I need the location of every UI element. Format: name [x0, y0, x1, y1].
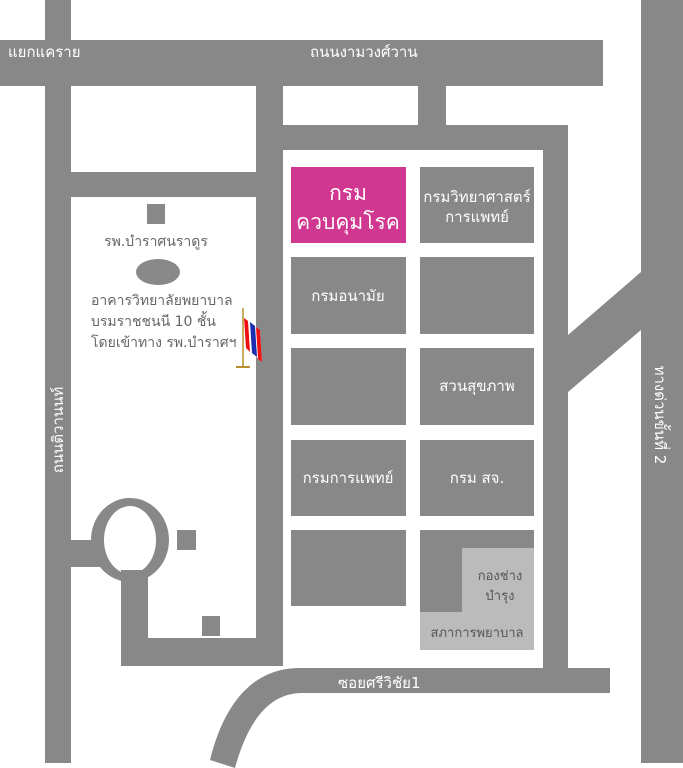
ddc-label-2: ควบคุมโรค	[296, 210, 400, 235]
road-middle-left	[45, 172, 283, 197]
road-complex-top	[256, 125, 568, 150]
building-ddc[interactable]	[291, 167, 406, 243]
college-label-2: บรมราชชนนี 10 ชั้น	[91, 311, 216, 330]
college-marker	[136, 259, 180, 285]
nursing-council-label: สภาการพยาบาล	[431, 626, 524, 641]
road-top	[0, 40, 603, 86]
road-complex-right	[543, 125, 568, 693]
road-soi-sriwichai	[210, 668, 610, 768]
hospital-label: รพ.บำราศนราดูร	[104, 234, 208, 250]
road-diagonal	[568, 272, 641, 392]
building-park[interactable]	[420, 348, 534, 425]
building-medical[interactable]	[291, 440, 406, 516]
medsci-label-1: กรมวิทยาศาสตร์	[423, 188, 530, 206]
park-label: สวนสุขภาพ	[439, 377, 514, 396]
medical-label: กรมการแพทย์	[303, 469, 394, 487]
small-building-2	[202, 616, 220, 636]
ddc-label-1: กรม	[329, 181, 367, 205]
road-bottom-left	[121, 638, 283, 666]
maintenance-label-1: กองช่าง	[478, 569, 523, 584]
building-nursing-council[interactable]	[420, 612, 534, 650]
road-label-top-left: แยกแคราย	[8, 43, 81, 61]
roundabout-center	[104, 506, 156, 574]
hospital-marker	[147, 204, 165, 224]
road-label-top: ถนนงามวงศ์วาน	[310, 43, 418, 61]
road-inner-top-connector	[418, 86, 446, 126]
building-unlabeled-2	[291, 348, 406, 425]
building-medsci[interactable]	[420, 167, 534, 243]
college-label-1: อาคารวิทยาลัยพยาบาล	[91, 293, 233, 309]
thai-flag-icon	[236, 308, 262, 368]
building-health[interactable]	[291, 257, 406, 334]
building-hss[interactable]	[420, 440, 534, 516]
college-label-3: โดยเข้าทาง รพ.บำราศฯ	[91, 334, 236, 351]
building-unlabeled-3	[291, 530, 406, 606]
health-label: กรมอนามัย	[311, 287, 384, 305]
road-label-right: ทางด่วนขั้นที่ 2	[651, 366, 671, 465]
road-left	[45, 0, 71, 763]
building-unlabeled-1	[420, 257, 534, 334]
medsci-label-2: การแพทย์	[445, 208, 509, 226]
road-label-bottom: ซอยศรีวิชัย1	[338, 674, 421, 692]
road-label-left: ถนนติวานนท์	[49, 387, 67, 474]
hss-label: กรม สจ.	[450, 469, 505, 487]
small-building-1	[177, 530, 196, 550]
road-right-expressway	[641, 0, 683, 763]
maintenance-label-2: บำรุง	[486, 589, 515, 604]
